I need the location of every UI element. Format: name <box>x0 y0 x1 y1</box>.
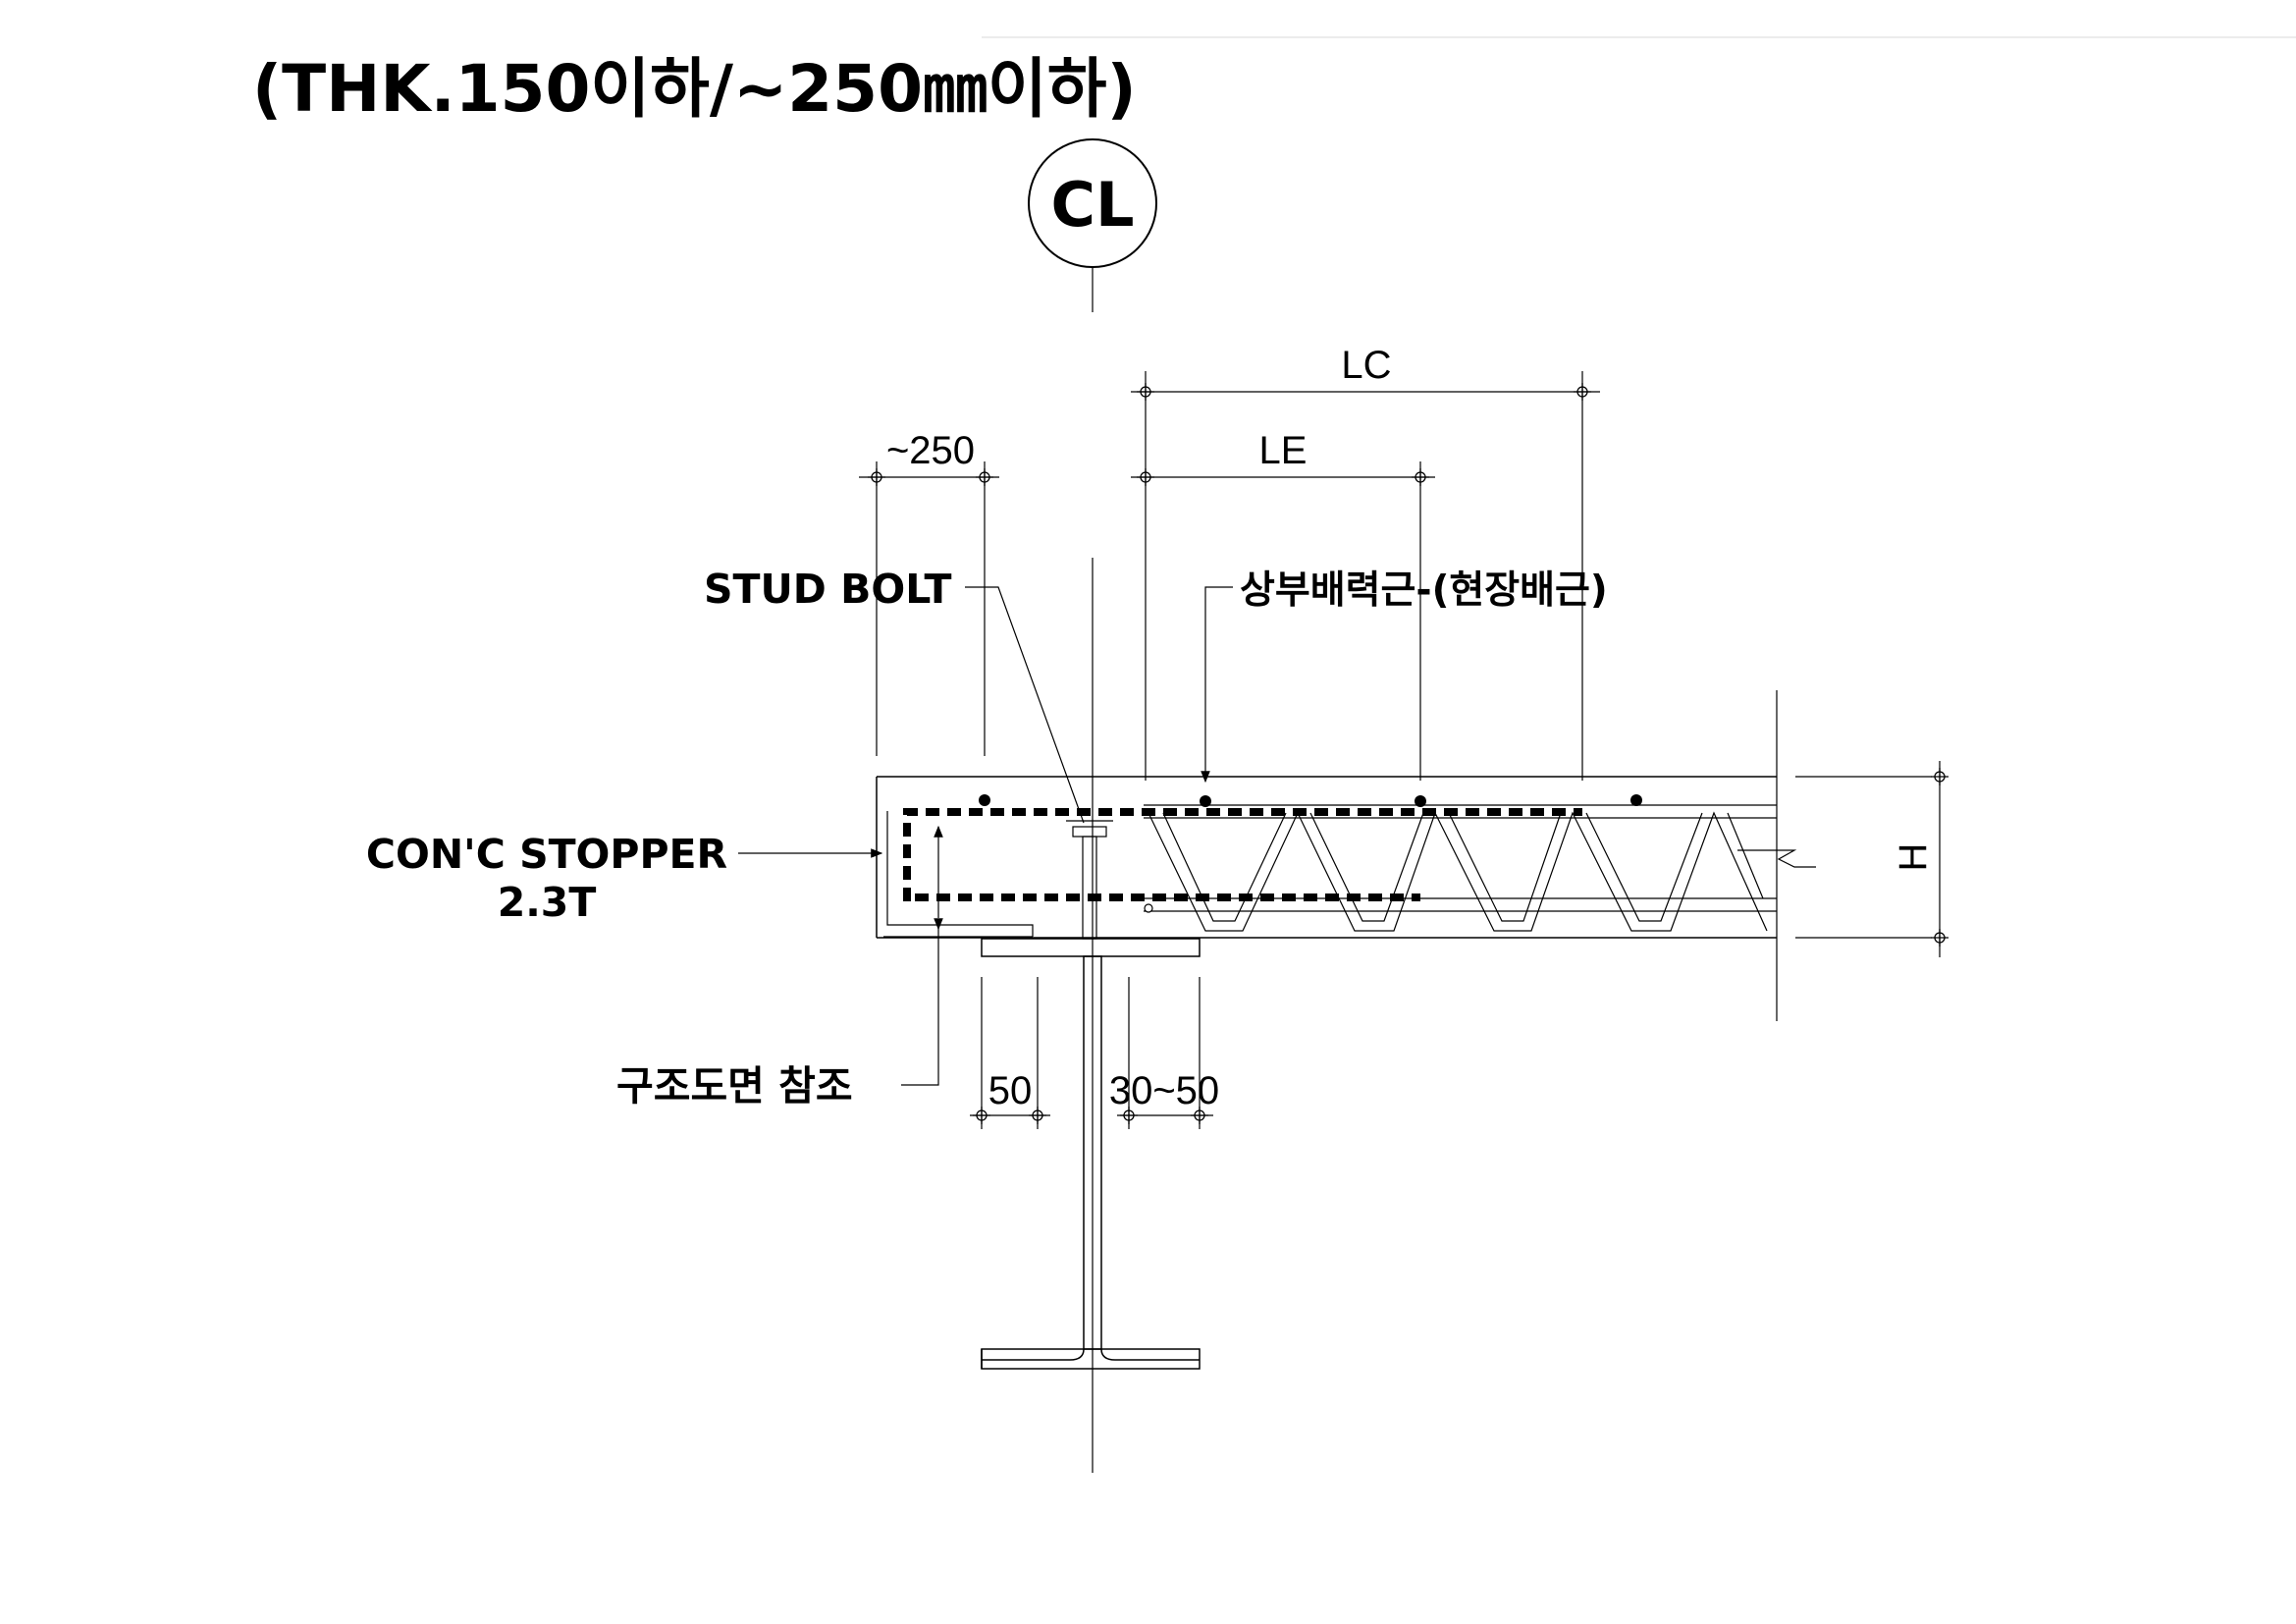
centerline-icon: CL <box>1050 169 1134 241</box>
steel-beam <box>981 558 1201 1473</box>
rebar-dots <box>979 794 1642 807</box>
stopper-callout: CON'C STOPPER 2.3T <box>366 831 883 926</box>
truss-web <box>1148 811 1768 932</box>
deck-truss <box>1144 804 1777 932</box>
dimension-flange-bearing-label: 50 <box>988 1069 1033 1112</box>
rebar-lines <box>903 808 1582 901</box>
dimension-height-label: H <box>1892 843 1935 872</box>
top-rebar-label: 상부배력근-(현장배근) <box>1240 568 1608 613</box>
stud-bolt-callout: STUD BOLT <box>704 566 1085 824</box>
dimension-overhang: ~250 <box>859 429 999 756</box>
dimension-le-label: LE <box>1259 429 1308 472</box>
concrete-stopper <box>883 811 1034 938</box>
structural-reference-label: 구조도면 참조 <box>616 1062 853 1110</box>
stud-bolt-label: STUD BOLT <box>704 566 952 613</box>
dimension-lc-label: LC <box>1341 344 1391 387</box>
dimension-height: H <box>1892 761 1949 957</box>
concrete-slab <box>876 690 1932 1021</box>
dimension-flange-bearing: 50 <box>970 1069 1050 1125</box>
height-arrows <box>901 825 943 1086</box>
stopper-label-line2: 2.3T <box>498 879 597 926</box>
stopper-label-line1: CON'C STOPPER <box>366 831 727 878</box>
drawing-title: (THK.150이하/~250㎜이하) <box>252 51 1137 127</box>
dimension-le: LE <box>1131 429 1435 781</box>
stud-bolt <box>1066 820 1113 940</box>
bearing-extension-lines <box>981 977 1201 1129</box>
dimension-overhang-label: ~250 <box>886 429 975 472</box>
dimension-lc: LC <box>1131 344 1600 781</box>
top-rebar-callout: 상부배력근-(현장배근) <box>1201 568 1608 784</box>
dimension-deck-bearing: 30~50 <box>1109 1069 1219 1125</box>
dimension-deck-bearing-label: 30~50 <box>1109 1069 1219 1112</box>
centerline-symbol: CL <box>1028 138 1157 312</box>
